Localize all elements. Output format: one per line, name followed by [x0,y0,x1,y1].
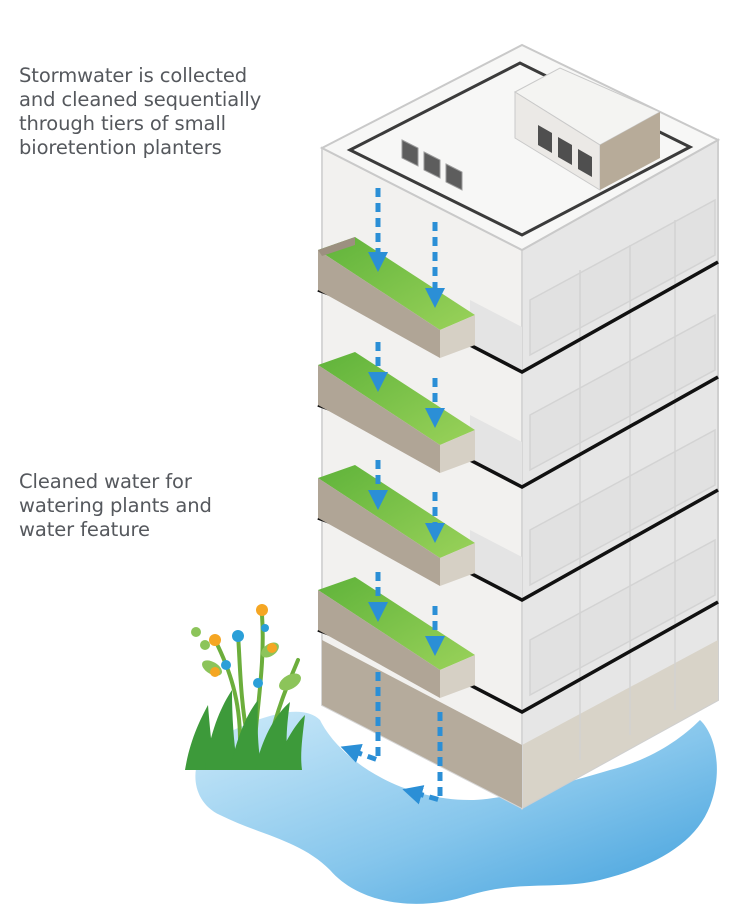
flow-arrow-icon [402,712,443,805]
flow-arrows [340,188,445,805]
cleaned-water-caption: Cleaned water for watering plants and wa… [19,470,212,541]
water-pool [195,711,717,904]
building-base-left [322,640,522,808]
roof-vents-icon [401,139,463,191]
building-base-right [522,640,718,808]
flowering-plants-icon [185,604,305,770]
left-window-bands [470,300,522,600]
stormwater-caption: Stormwater is collected and cleaned sequ… [19,64,262,159]
rooftop-unit-icon [514,67,662,191]
flow-arrow-icon [340,672,381,764]
roof-parapet-line [346,61,694,237]
